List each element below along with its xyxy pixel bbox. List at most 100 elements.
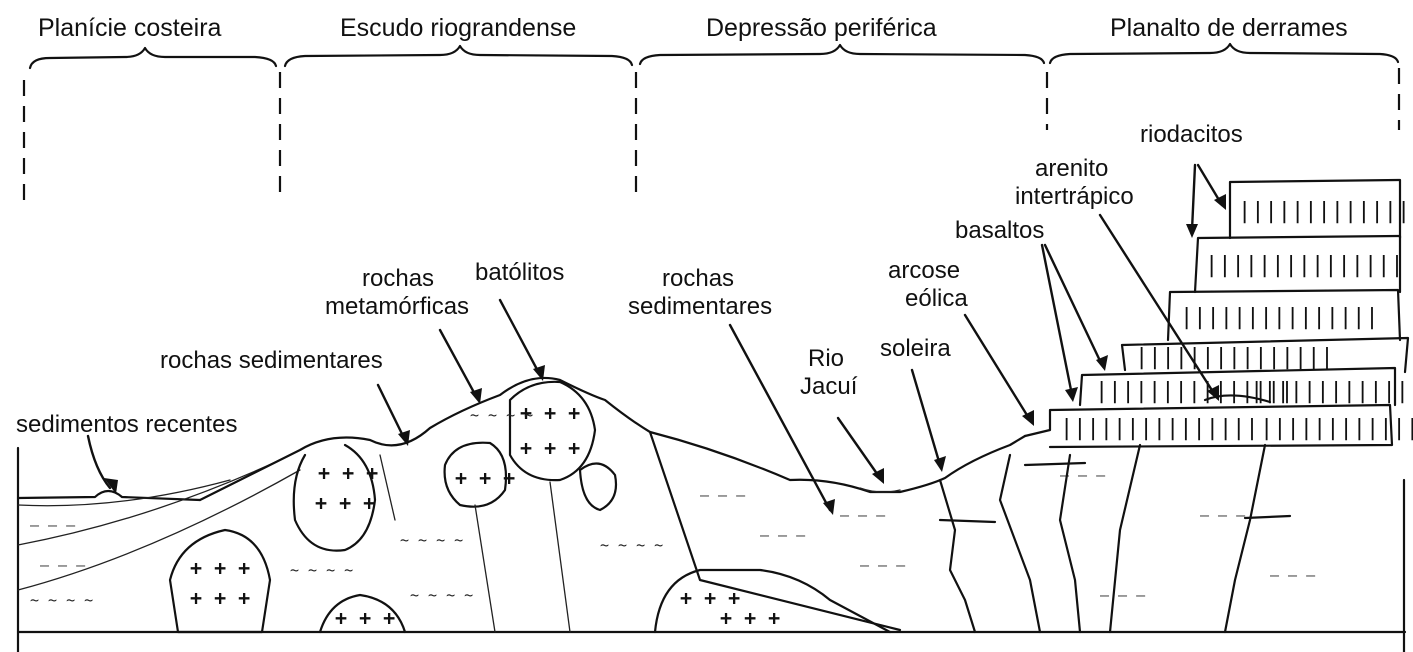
tick-texture-8: ||||||||||||||| [1238,199,1413,224]
sill-3 [1243,514,1292,520]
tick-texture-2: ||||||||||||||| [1260,416,1413,441]
region-title-planalto: Planalto de derrames [1110,14,1348,42]
batholith-4 [443,441,508,508]
dike-1 [938,478,977,634]
arrow-rochas-sedimentares-depressao [728,323,832,512]
label-rio-jacui-1: Rio [808,345,844,372]
arrowhead-arenito-intertrapico [1207,385,1219,401]
dash-texture-2: — — — [760,526,806,544]
plus-texture-7: + + + [455,466,515,490]
wave-texture-4: ~ ~ ~ ~ [600,536,663,554]
label-arenito-intertrapico-1: arenito [1035,155,1108,182]
label-rio-jacui-2: Jacuí [800,373,858,400]
arrowhead-basaltos-1 [1065,387,1078,402]
arrowhead-rochas-metamorficas [470,388,482,404]
tick-texture-6: ||||||||||||||| [1180,305,1379,330]
plus-texture-9: + + + [680,586,740,610]
plus-texture-6: + + + [520,436,580,460]
flow-3 [1120,336,1410,374]
shield-hill: + + + + + + + + + + + + + + + + + + + + … [168,376,902,634]
bracket-depressao [638,43,1046,66]
plus-texture-1: + + + [318,461,378,485]
label-arenito-intertrapico-2: intertrápico [1015,183,1134,210]
dash-texture-7: — — — [1270,566,1316,584]
wave-texture-3: ~ ~ ~ ~ [410,586,473,604]
flow-5 [1193,234,1402,294]
arrowhead-riodacitos-1 [1186,224,1198,238]
label-arcose-eolica-2: eólica [905,285,968,312]
sediment-layer-3 [17,469,301,591]
tick-texture-7: ||||||||||||||| [1205,253,1404,278]
plus-texture-10: + + + [720,606,780,630]
sill-2 [1023,461,1087,467]
dash-texture-4: — — — [840,506,886,524]
wave-texture-5: ~ ~ ~ ~ [470,406,533,424]
fault-3 [549,481,571,633]
dike-5 [1223,443,1267,634]
plus-texture-8: + + + [335,606,395,630]
fault-2 [474,504,496,633]
batholith-2 [168,528,272,634]
label-arcose-eolica-1: arcose [888,257,960,284]
arrow-soleira [910,368,942,467]
wave-texture-2: ~ ~ ~ ~ [400,531,463,549]
shield-surface [198,376,902,632]
arrow-sedimentos-recentes [86,434,112,490]
tick-texture-4: ||||||||||||||| [1250,379,1413,404]
plus-texture-2: + + + [315,491,375,515]
dike-3 [1058,453,1082,634]
rock-labels: sedimentos recentes rochas sedimentares … [16,121,1243,438]
dike-4 [1108,443,1142,634]
dash-texture-1: — — — [700,486,746,504]
wave-texture-1: ~ ~ ~ ~ [290,561,353,579]
depression-surface [648,430,1027,494]
arrow-arcose-eolica [963,313,1032,422]
tick-texture-3: ||||||||||||||| [1095,379,1294,404]
sediment-layer-2 [17,459,281,546]
dash-texture-3: — — — [860,556,906,574]
flow-4 [1166,288,1402,342]
bracket-planicie [28,46,278,70]
region-titles: Planície costeira Escudo riograndense De… [38,14,1348,42]
bracket-escudo [283,44,634,68]
label-sedimentos-recentes: sedimentos recentes [16,411,237,438]
dash-texture-5: — — — [1060,466,1106,484]
intertrappean-sandstone-lens [1203,394,1272,404]
flow-6 [1228,178,1402,240]
arrow-riodacitos-1 [1190,163,1197,232]
recent-sediment-surface [16,489,202,502]
batholith-1 [292,443,377,552]
region-brackets [28,42,1400,70]
dikes-and-sills [938,443,1292,634]
label-rochas-metamorficas-2: metamórficas [325,293,469,320]
sediment-texture-1: — — — [30,516,76,534]
batholith-3 [508,380,597,482]
dash-texture-6: — — — [1200,506,1246,524]
dash-texture-8: — — — [1100,586,1146,604]
dike-2 [998,453,1042,634]
batholith-5 [578,462,618,512]
label-riodacitos: riodacitos [1140,121,1243,148]
arrowhead-arcose-eolica [1022,410,1034,426]
flow-2 [1078,366,1397,407]
label-basaltos: basaltos [955,217,1044,244]
label-rochas-sedimentares-escudo: rochas sedimentares [160,347,383,374]
arrowhead-basaltos-2 [1096,355,1108,371]
region-title-escudo: Escudo riograndense [340,14,576,42]
arrow-rochas-metamorficas [438,328,479,400]
annotation-arrows [86,163,1226,515]
sill-1 [938,518,997,524]
tick-texture-1: ||||||||||||||| [1060,416,1259,441]
label-rochas-sedimentares-depressao-1: rochas [662,265,734,292]
sediment-texture-2: — — — [40,556,86,574]
label-rochas-metamorficas-1: rochas [362,265,434,292]
river-jacui-bed [859,487,901,493]
plus-texture-4: + + + [190,586,250,610]
fault-1 [379,454,396,521]
arrow-batolitos [498,298,542,377]
region-dividers [22,68,1401,210]
section-frame [16,446,1407,652]
depression-sediments: — — — — — — — — — — — — — — — — — — — — … [648,430,1316,604]
bracket-planalto [1048,42,1400,65]
